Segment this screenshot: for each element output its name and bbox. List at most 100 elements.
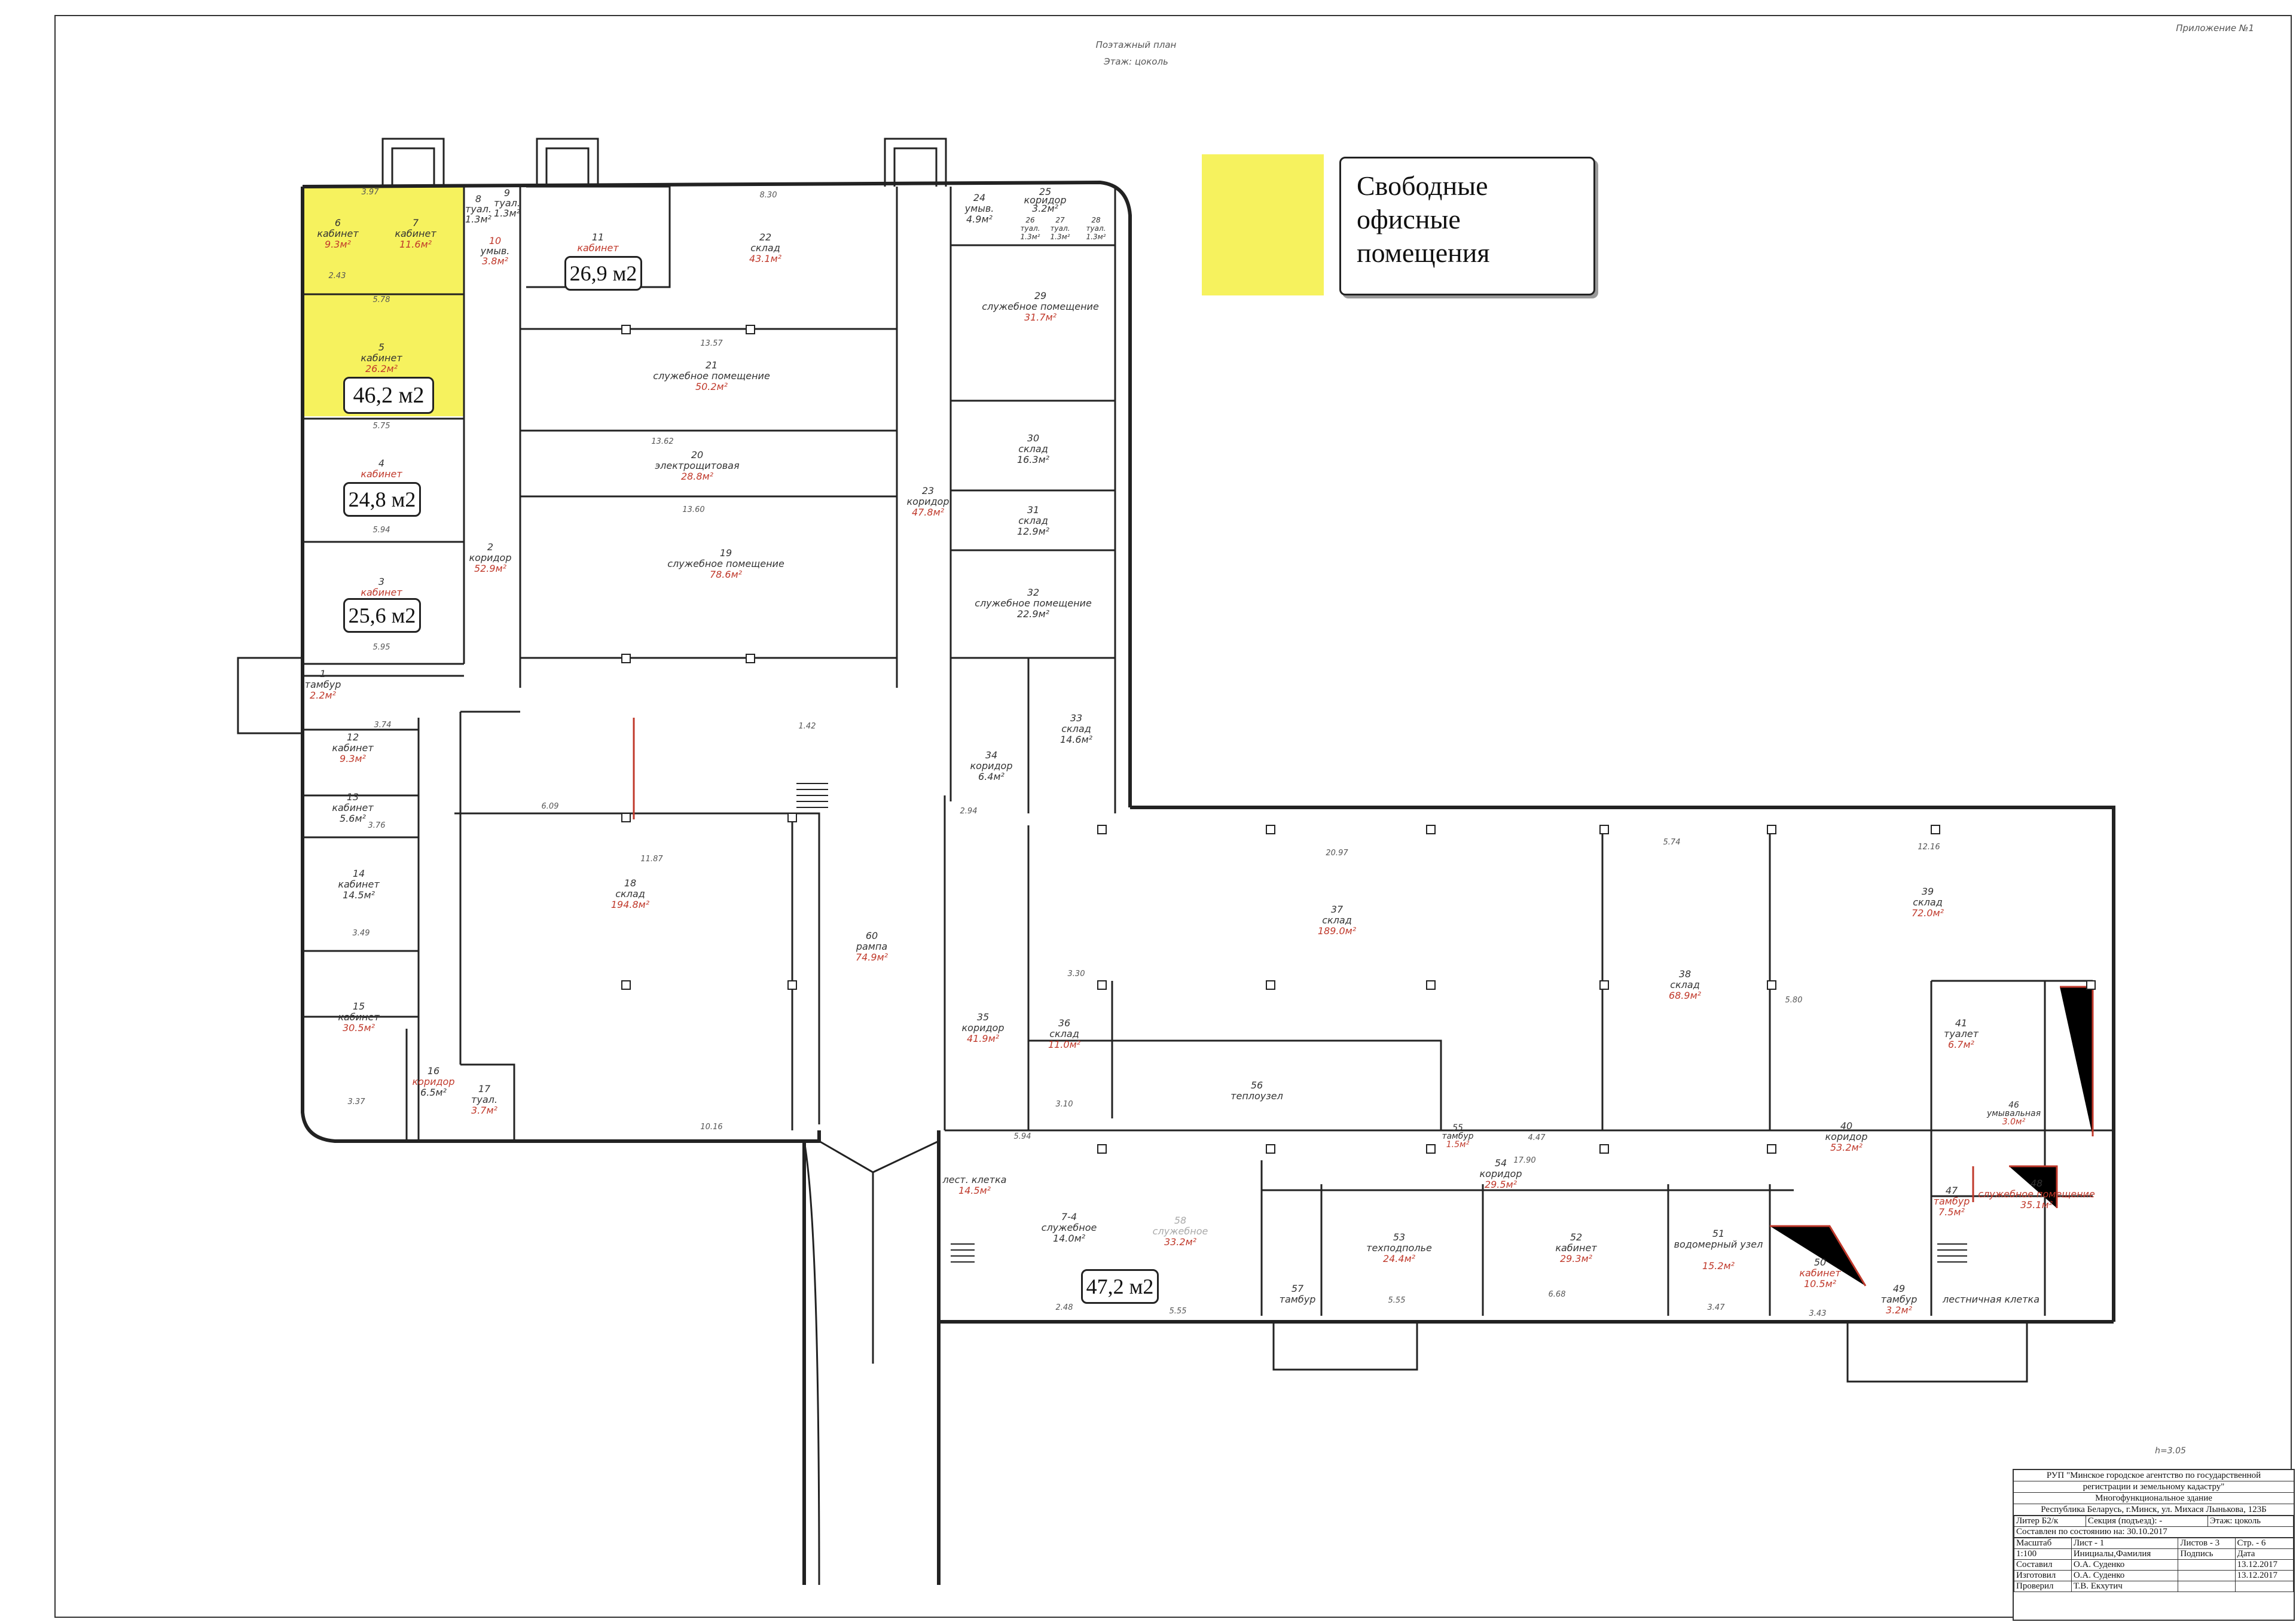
room-area: 5.6м² <box>340 813 367 824</box>
room-num: 31 <box>1027 504 1039 516</box>
stamp-scale-value: 1:100 <box>2014 1548 2072 1560</box>
room-name: туал. <box>1021 224 1040 233</box>
room-area: 22.9м² <box>1017 608 1050 620</box>
svg-text:3.49: 3.49 <box>353 929 370 938</box>
svg-text:8.30: 8.30 <box>760 191 777 200</box>
stamp-scale-label: Масштаб <box>2014 1538 2072 1549</box>
svg-text:4.47: 4.47 <box>1528 1133 1546 1142</box>
room-num: 53 <box>1393 1231 1405 1243</box>
room-num: 9 <box>504 187 510 199</box>
room-area: 47.8м² <box>912 507 945 518</box>
room-area: 3.2м² <box>1886 1304 1913 1316</box>
room-area: 24.4м² <box>1383 1253 1416 1264</box>
svg-text:6.68: 6.68 <box>1549 1290 1566 1299</box>
room-num: 46 <box>2008 1100 2019 1110</box>
stamp-floor: Этаж: цоколь <box>2207 1516 2294 1527</box>
room-num: 49 <box>1893 1283 1905 1294</box>
room-area: 29.3м² <box>1560 1253 1593 1264</box>
stamp-compiled-name: О.А. Суденко <box>2071 1559 2179 1571</box>
room-num: 36 <box>1058 1017 1070 1029</box>
room-num: 57 <box>1292 1283 1304 1294</box>
room-num: 54 <box>1495 1157 1507 1169</box>
room-name: кабинет <box>577 242 619 254</box>
room-name: кабинет <box>361 352 402 364</box>
svg-text:1.42: 1.42 <box>799 722 816 731</box>
room-area: 1.3м² <box>465 214 492 225</box>
legend-line-3: помещения <box>1357 237 1490 268</box>
red-markings <box>633 718 2094 1286</box>
room-num: 10 <box>489 235 501 246</box>
appendix-label: Приложение №1 <box>2176 23 2254 33</box>
room-name: тамбур <box>1280 1294 1316 1305</box>
room-name: служебное помещение <box>667 558 784 569</box>
room-area: 1.3м² <box>1021 233 1040 241</box>
room-area: 4.9м² <box>966 214 993 225</box>
svg-text:5.94: 5.94 <box>373 526 390 535</box>
room-name: туал. <box>1051 224 1070 233</box>
stamp-sheets-value: 3 <box>2215 1538 2220 1548</box>
room-name: служебное помещение <box>653 370 770 382</box>
stamp-made-name: О.А. Суденко <box>2071 1570 2179 1581</box>
legend-box: Свободные офисные помещения <box>1339 157 1595 295</box>
room-name: умыв. <box>964 203 994 214</box>
room-num: 35 <box>977 1011 989 1023</box>
room-name: туал. <box>471 1094 497 1105</box>
room-name: туал. <box>494 197 520 209</box>
room-area: 1.3м² <box>494 208 521 219</box>
room-num: 50 <box>1814 1257 1826 1268</box>
room-name: кабинет <box>395 228 436 239</box>
room-name: коридор <box>412 1076 454 1087</box>
stamp-table: Литер Б2/к Секция (подъезд): - Этаж: цок… <box>2014 1516 2294 1538</box>
height-note: h=3.05 <box>2155 1446 2186 1456</box>
stamp-page-label: Стр. - <box>2237 1538 2260 1548</box>
room-area: 1.5м² <box>1446 1140 1470 1150</box>
room-num: 25 <box>1039 186 1051 197</box>
room-num: 8 <box>475 193 481 205</box>
stamp-table-2: Масштаб Лист - 1 Листов - 3 Стр. - 6 1:1… <box>2014 1538 2294 1592</box>
area-label-office-58: 47,2 м2 <box>1081 1269 1159 1304</box>
room-name: кабинет <box>338 1011 380 1023</box>
svg-text:3.97: 3.97 <box>362 188 380 197</box>
svg-text:13.60: 13.60 <box>682 505 704 514</box>
room-num: 7-4 <box>1061 1211 1077 1222</box>
svg-text:17.90: 17.90 <box>1513 1156 1535 1165</box>
room-num: 41 <box>1955 1017 1967 1029</box>
room-num: 29 <box>1034 290 1046 301</box>
area-label-office-5-7: 46,2 м2 <box>343 377 434 414</box>
room-name: служебное помещение <box>982 301 1099 312</box>
sheet-frame <box>54 15 2292 1618</box>
room-num: 3 <box>378 576 384 587</box>
room-name: электрощитовая <box>655 460 740 471</box>
room-num: 17 <box>478 1083 491 1094</box>
room-num: 13 <box>347 791 359 803</box>
svg-text:5.80: 5.80 <box>1785 996 1803 1005</box>
room-num: 55 <box>1452 1123 1463 1133</box>
room-area: 3.2м² <box>1032 203 1059 214</box>
room-name: коридор <box>1479 1168 1522 1179</box>
room-num: 14 <box>353 868 365 879</box>
room-area: 9.3м² <box>340 753 367 764</box>
room-area: 26.2м² <box>365 363 398 374</box>
svg-text:12.16: 12.16 <box>1918 843 1940 852</box>
free-office-highlight <box>303 187 464 416</box>
room-num: 26 <box>1025 216 1035 224</box>
room-num: 51 <box>1712 1228 1724 1239</box>
room-name: туал. <box>1086 224 1106 233</box>
room-labels: 6 кабинет 9.3м² 7 кабинет 11.6м² 5 кабин… <box>305 186 2095 1316</box>
room-num: 12 <box>347 731 359 743</box>
room-num: 23 <box>922 485 934 496</box>
room-area: 194.8м² <box>611 899 650 910</box>
room-area: 9.3м² <box>325 239 352 250</box>
room-num: 34 <box>985 749 997 761</box>
svg-text:20.97: 20.97 <box>1326 849 1348 858</box>
room-area: 52.9м² <box>474 563 507 574</box>
room-name: склад <box>1018 443 1048 455</box>
room-name: кабинет <box>332 742 374 754</box>
room-num: 2 <box>487 541 493 553</box>
title-block: РУП "Минское городское агентство по госу… <box>2013 1469 2295 1621</box>
area-label-office-11: 26,9 м2 <box>564 256 642 291</box>
room-area: 14.5м² <box>958 1185 991 1196</box>
svg-text:3.30: 3.30 <box>1068 969 1085 978</box>
room-area: 7.5м² <box>1938 1206 1965 1218</box>
